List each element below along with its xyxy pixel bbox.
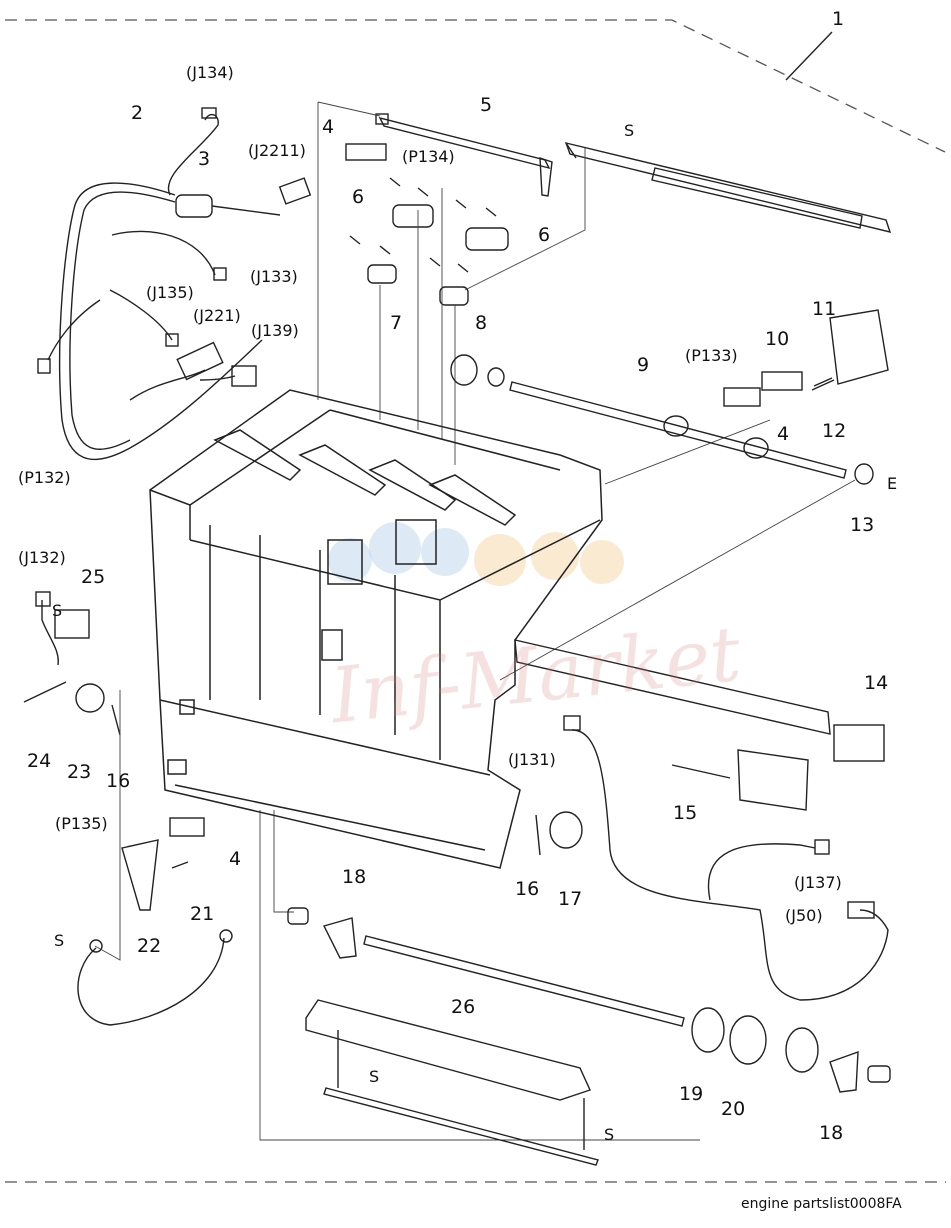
callout-13: 13	[850, 514, 875, 536]
sensor-4-top	[345, 143, 387, 161]
connector-j221-body	[176, 341, 224, 381]
shaft-9	[450, 354, 874, 485]
callout-7: 7	[390, 312, 403, 334]
callout-1: 1	[832, 8, 845, 30]
holder-11	[829, 309, 889, 385]
bracket-10	[761, 371, 803, 391]
marker-s-tray: S	[369, 1067, 380, 1086]
marker-s-cable: S	[54, 931, 65, 950]
marker-s-rod: S	[604, 1125, 615, 1144]
callout-19: 19	[679, 1083, 704, 1105]
main-chassis	[149, 389, 603, 869]
callout-10: 10	[765, 328, 790, 350]
leader-1	[785, 31, 833, 81]
callout-17: 17	[558, 888, 583, 910]
spring-16b	[535, 814, 541, 856]
guide-rail	[514, 639, 885, 811]
connector-p135: (P135)	[55, 814, 108, 833]
connector-j132: (J132)	[18, 548, 66, 567]
frame-rail-top	[564, 142, 892, 233]
connector-p132: (P132)	[18, 468, 71, 487]
callout-2: 2	[131, 102, 144, 124]
marker-s-sensor-25: S	[52, 601, 63, 620]
callout-6-left: 6	[352, 186, 365, 208]
callout-25: 25	[81, 566, 106, 588]
callout-9: 9	[637, 354, 650, 376]
callout-8: 8	[475, 312, 488, 334]
callout-12: 12	[822, 420, 847, 442]
sensor-4-right	[723, 387, 761, 407]
connector-j2211: (J2211)	[248, 141, 306, 160]
connector-p134: (P134)	[402, 147, 455, 166]
callout-18-bottom: 18	[819, 1122, 844, 1144]
actuator-rod-5	[375, 113, 553, 197]
callout-24: 24	[27, 750, 52, 772]
ferrite-core-3	[175, 177, 312, 218]
callout-16-left: 16	[106, 770, 131, 792]
connector-j133: (J133)	[250, 267, 298, 286]
connector-p133: (P133)	[685, 346, 738, 365]
callout-15: 15	[673, 802, 698, 824]
connector-j134: (J134)	[186, 63, 234, 82]
dashed-border	[5, 19, 946, 1183]
callout-21: 21	[190, 903, 215, 925]
rollers-6-7	[349, 177, 509, 306]
callout-5: 5	[480, 94, 493, 116]
callout-18-top: 18	[342, 866, 367, 888]
connector-j139-body	[231, 365, 257, 387]
callout-3: 3	[198, 148, 211, 170]
reference-lines	[259, 101, 856, 1141]
gear-17	[549, 811, 583, 849]
watermark-dots	[328, 522, 624, 586]
marker-e: E	[887, 474, 898, 493]
connector-j135: (J135)	[146, 283, 194, 302]
callout-22: 22	[137, 935, 162, 957]
connector-j139: (J139)	[251, 321, 299, 340]
harness-right	[563, 715, 889, 1001]
left-parts	[23, 591, 233, 1026]
harness-2	[37, 107, 263, 461]
callout-23: 23	[67, 761, 92, 783]
callout-20: 20	[721, 1098, 746, 1120]
callout-11: 11	[812, 298, 837, 320]
callout-26: 26	[451, 996, 476, 1018]
marker-s-top-rail: S	[624, 121, 635, 140]
callout-4-bottom: 4	[229, 848, 242, 870]
connector-j221: (J221)	[193, 306, 241, 325]
callout-4-right: 4	[777, 423, 790, 445]
connector-j131: (J131)	[508, 750, 556, 769]
drawing-caption: engine partslist0008FA	[741, 1196, 902, 1212]
connector-j137: (J137)	[794, 873, 842, 892]
callout-6-right: 6	[538, 224, 551, 246]
spring-12	[811, 377, 835, 391]
callout-4-top: 4	[322, 116, 335, 138]
connector-j50: (J50)	[785, 906, 823, 925]
pickup-shaft	[287, 907, 891, 1093]
tray-26	[305, 999, 599, 1166]
callout-16-right: 16	[515, 878, 540, 900]
callout-14: 14	[864, 672, 889, 694]
